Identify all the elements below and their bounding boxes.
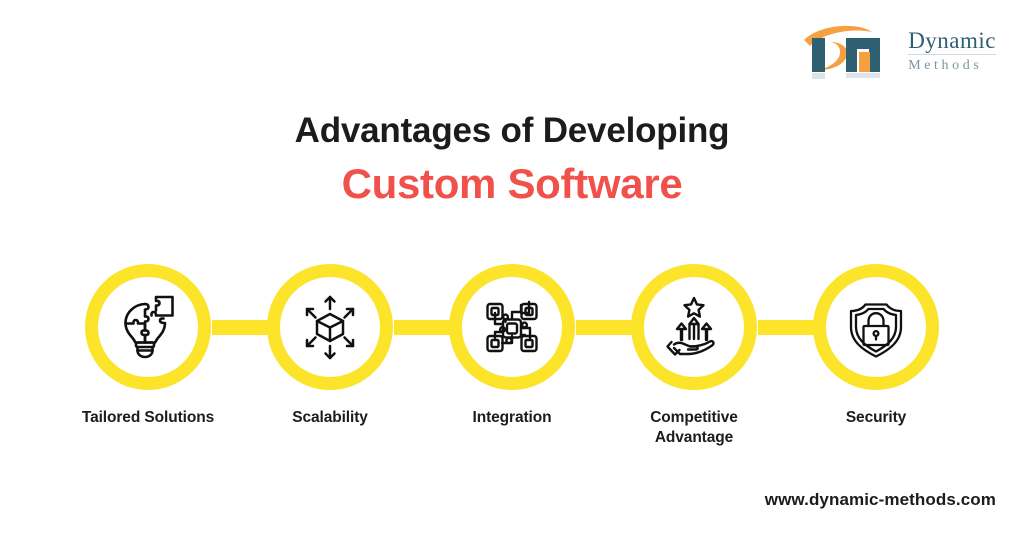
shield-lock-icon bbox=[849, 303, 903, 358]
step-label-line-1: Competitive bbox=[650, 409, 738, 426]
lightbulb-puzzle-icon bbox=[124, 295, 174, 359]
footer-website-url[interactable]: www.dynamic-methods.com bbox=[764, 490, 996, 509]
headline-block: Advantages of Developing Custom Software bbox=[0, 111, 1024, 207]
step-icon-circle bbox=[449, 264, 575, 390]
cube-expand-arrows-icon bbox=[305, 295, 355, 360]
step-icon-circle bbox=[813, 264, 939, 390]
hand-growth-arrows-star-icon bbox=[666, 296, 715, 356]
dm-monogram-logo-icon bbox=[804, 25, 881, 79]
brand-logo: Dynamic Methods bbox=[802, 22, 996, 80]
step-scalability[interactable]: Scalability bbox=[246, 264, 414, 449]
step-list: Tailored Solutions bbox=[64, 264, 960, 449]
step-icon-circle bbox=[267, 264, 393, 390]
advantages-row: Tailored Solutions bbox=[64, 264, 960, 464]
step-label: Scalability bbox=[292, 409, 368, 426]
step-label: Integration bbox=[472, 409, 552, 426]
network-nodes-icon bbox=[486, 300, 538, 353]
headline-line-2: Custom Software bbox=[341, 159, 683, 207]
step-tailored-solutions[interactable]: Tailored Solutions bbox=[64, 264, 232, 449]
step-icon-circle bbox=[631, 264, 757, 390]
brand-name: Dynamic bbox=[908, 28, 996, 55]
headline-line-1: Advantages of Developing bbox=[294, 111, 730, 150]
brand-logo-text: Dynamic Methods bbox=[908, 29, 996, 73]
step-label: Security bbox=[845, 409, 907, 426]
step-icon-circle bbox=[85, 264, 211, 390]
step-label-line-2: Advantage bbox=[654, 429, 734, 447]
brand-tagline: Methods bbox=[908, 58, 983, 73]
step-integration[interactable]: Integration bbox=[428, 264, 596, 449]
step-label: Tailored Solutions bbox=[81, 409, 215, 426]
step-security[interactable]: Security bbox=[792, 264, 960, 449]
